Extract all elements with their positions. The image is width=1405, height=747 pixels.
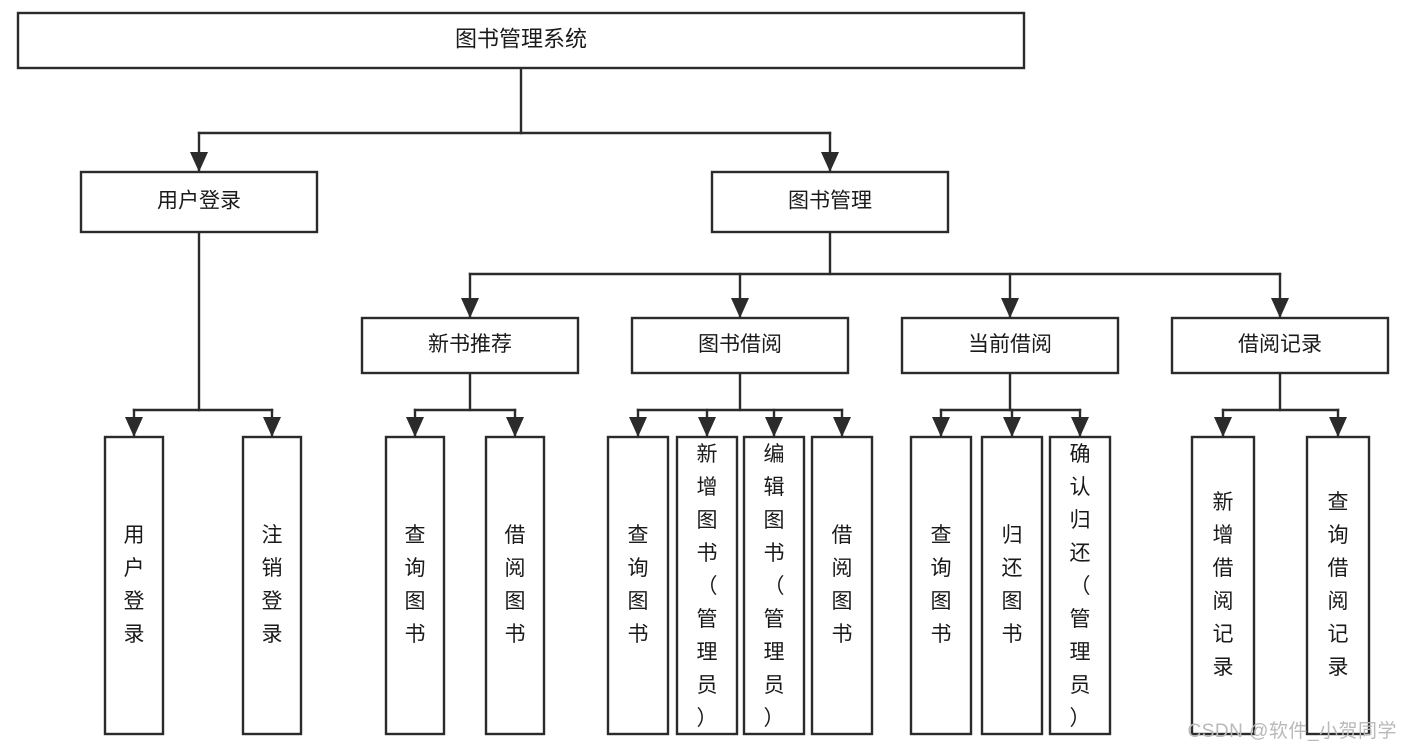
node-label-leaf-6: 新增图书（管理员） xyxy=(697,443,718,730)
node-records[interactable]: 借阅记录 xyxy=(1170,316,1390,375)
node-box-leaf-6 xyxy=(675,435,739,736)
node-leaf-9[interactable]: 查询图书 xyxy=(909,435,973,736)
node-box-leaf-1 xyxy=(103,435,165,736)
node-box-leaf-3 xyxy=(384,435,446,736)
node-bookmgmt[interactable]: 图书管理 xyxy=(710,170,950,234)
node-leaf-5[interactable]: 查询图书 xyxy=(606,435,670,736)
node-leaf-6[interactable]: 新增图书（管理员） xyxy=(675,435,739,736)
node-borrow[interactable]: 图书借阅 xyxy=(630,316,850,375)
node-box-root xyxy=(16,11,1026,70)
node-label-leaf-9: 查询图书 xyxy=(931,524,952,646)
node-label-leaf-4: 借阅图书 xyxy=(505,524,526,646)
node-label-root: 图书管理系统 xyxy=(455,26,587,51)
node-root[interactable]: 图书管理系统 xyxy=(16,11,1026,70)
node-label-login: 用户登录 xyxy=(157,190,241,213)
node-box-newbook xyxy=(360,316,580,375)
node-box-leaf-5 xyxy=(606,435,670,736)
node-label-newbook: 新书推荐 xyxy=(428,333,512,356)
node-leaf-11[interactable]: 确认归还（管理员） xyxy=(1048,435,1112,736)
node-label-records: 借阅记录 xyxy=(1238,333,1322,356)
node-box-leaf-4 xyxy=(484,435,546,736)
node-box-current xyxy=(900,316,1120,375)
node-label-leaf-5: 查询图书 xyxy=(628,524,649,646)
node-box-leaf-12 xyxy=(1190,435,1256,736)
node-leaf-4[interactable]: 借阅图书 xyxy=(484,435,546,736)
node-leaf-1[interactable]: 用户登录 xyxy=(103,435,165,736)
node-label-borrow: 图书借阅 xyxy=(698,333,782,356)
node-leaf-3[interactable]: 查询图书 xyxy=(384,435,446,736)
node-leaf-8[interactable]: 借阅图书 xyxy=(810,435,874,736)
node-label-leaf-13: 查询借阅记录 xyxy=(1328,491,1349,679)
nodes-layer: 图书管理系统用户登录图书管理新书推荐图书借阅当前借阅借阅记录用户登录注销登录查询… xyxy=(16,11,1390,736)
node-box-login xyxy=(79,170,319,234)
node-box-bookmgmt xyxy=(710,170,950,234)
node-label-leaf-7: 编辑图书（管理员） xyxy=(764,443,785,730)
node-box-records xyxy=(1170,316,1390,375)
node-label-leaf-2: 注销登录 xyxy=(262,524,283,646)
node-box-borrow xyxy=(630,316,850,375)
node-current[interactable]: 当前借阅 xyxy=(900,316,1120,375)
node-box-leaf-2 xyxy=(241,435,303,736)
node-leaf-12[interactable]: 新增借阅记录 xyxy=(1190,435,1256,736)
node-box-leaf-11 xyxy=(1048,435,1112,736)
watermark-label: CSDN @软件_小贺同学 xyxy=(1187,721,1397,742)
node-label-leaf-8: 借阅图书 xyxy=(832,524,853,646)
node-label-bookmgmt: 图书管理 xyxy=(788,190,872,213)
node-label-leaf-10: 归还图书 xyxy=(1002,524,1023,646)
node-label-leaf-3: 查询图书 xyxy=(405,524,426,646)
node-leaf-13[interactable]: 查询借阅记录 xyxy=(1305,435,1371,736)
node-label-leaf-12: 新增借阅记录 xyxy=(1213,491,1234,679)
node-login[interactable]: 用户登录 xyxy=(79,170,319,234)
node-label-current: 当前借阅 xyxy=(968,333,1052,356)
node-leaf-10[interactable]: 归还图书 xyxy=(980,435,1044,736)
node-label-leaf-1: 用户登录 xyxy=(124,524,145,646)
node-label-leaf-11: 确认归还（管理员） xyxy=(1070,443,1091,730)
node-box-leaf-8 xyxy=(810,435,874,736)
node-leaf-2[interactable]: 注销登录 xyxy=(241,435,303,736)
node-newbook[interactable]: 新书推荐 xyxy=(360,316,580,375)
node-box-leaf-7 xyxy=(742,435,806,736)
node-box-leaf-9 xyxy=(909,435,973,736)
connectors-layer xyxy=(125,66,1347,438)
node-leaf-7[interactable]: 编辑图书（管理员） xyxy=(742,435,806,736)
node-box-leaf-13 xyxy=(1305,435,1371,736)
node-box-leaf-10 xyxy=(980,435,1044,736)
